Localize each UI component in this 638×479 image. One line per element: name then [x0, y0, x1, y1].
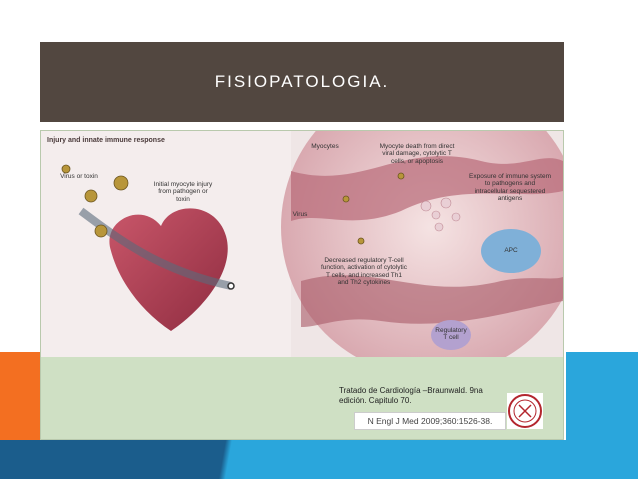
- slide-content: Injury and innate immune response Virus …: [40, 122, 564, 440]
- citation-text: Tratado de Cardiología –Braunwald. 9na e…: [339, 386, 483, 405]
- label-apc: APC: [504, 247, 518, 254]
- label-initial-injury: Initial myocyte injury from pathogen or …: [153, 181, 213, 203]
- slide-title: FISIOPATOLOGIA.: [214, 72, 390, 91]
- label-myocytes: Myocytes: [311, 143, 339, 150]
- journal-seal-icon: [507, 393, 543, 429]
- regulatory-t-cell: [431, 320, 471, 350]
- blue-accent-stripe: [0, 440, 638, 479]
- apc-cell: [481, 229, 541, 273]
- title-bar: FISIOPATOLOGIA.: [40, 42, 564, 122]
- label-virus: Virus: [292, 211, 308, 218]
- label-myocyte-death: Myocyte death from direct viral damage, …: [379, 143, 455, 165]
- pathophysiology-illustration: [41, 131, 563, 357]
- label-decreased-regulatory: Decreased regulatory T-cell function, ac…: [321, 257, 407, 287]
- figure-panel: Injury and innate immune response Virus …: [40, 130, 564, 440]
- journal-reference: N Engl J Med 2009;360:1526-38.: [354, 412, 506, 430]
- label-regulatory-t-cell: Regulatory T cell: [435, 327, 467, 342]
- label-exposure: Exposure of immune system to pathogens a…: [469, 173, 552, 203]
- label-virus-toxin: Virus or toxin: [60, 173, 98, 180]
- figure-panel-title: Injury and innate immune response: [47, 137, 165, 144]
- right-accent-stripe: [566, 352, 638, 440]
